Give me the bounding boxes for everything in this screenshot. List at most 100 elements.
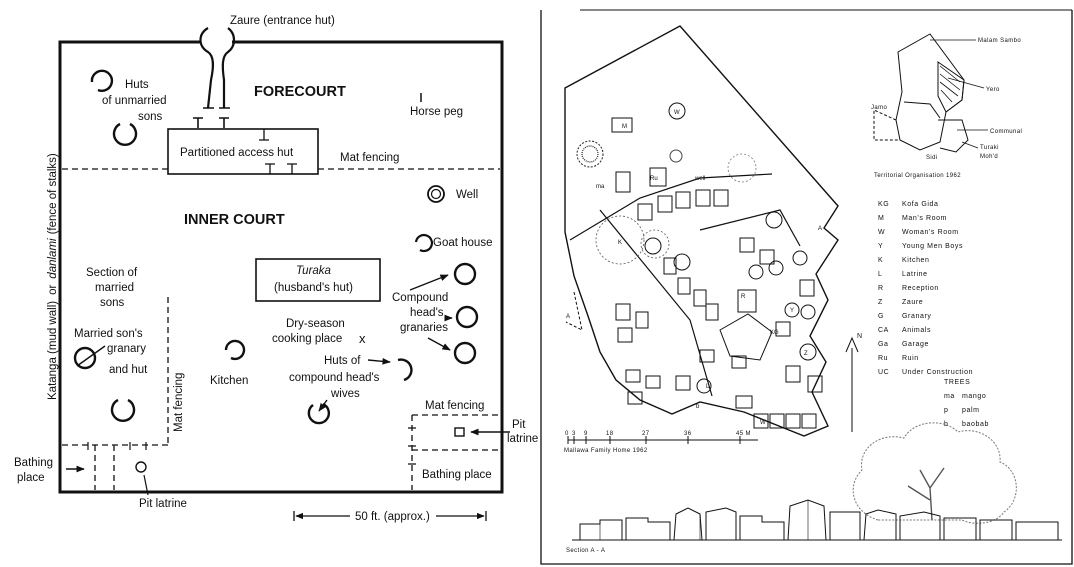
- map-label-well: well: [694, 176, 705, 182]
- legend-label: Under Construction: [902, 369, 973, 376]
- forecourt-label: FORECOURT: [254, 84, 346, 100]
- granaries-line1: Compound: [392, 292, 448, 304]
- side-wall-label: Katanga (mud wall)ordanlami(fence of sta…: [47, 153, 59, 400]
- turaka-label: Turaka: [296, 265, 331, 277]
- scale-tick: 36: [684, 431, 692, 437]
- pit-latrine-bottom-icon: [135, 461, 147, 473]
- scale-tick: 27: [642, 431, 650, 437]
- legend-code: G: [878, 313, 884, 320]
- map-label-k: K: [618, 240, 622, 246]
- legend-label: Man's Room: [902, 215, 947, 222]
- well-icon: [427, 185, 445, 203]
- zaure-label: Zaure (entrance hut): [230, 15, 335, 27]
- trees-title: TREES: [944, 379, 970, 386]
- map-label-w2: W: [760, 420, 766, 426]
- territory-malam-sambo: Malam Sambo: [978, 38, 1021, 44]
- internal-wall-1: [569, 173, 773, 241]
- legend: KG Kofa Gida M Man's Room W Woman's Room…: [878, 201, 989, 428]
- territory-communal: Communal: [990, 129, 1022, 135]
- legend-label: Latrine: [902, 271, 928, 278]
- map-label-m: M: [622, 124, 627, 130]
- granaries-line3: granaries: [400, 322, 448, 334]
- horse-peg-label: Horse peg: [410, 106, 463, 118]
- dry-season-line1: Dry-season: [286, 318, 345, 330]
- legend-code: R: [878, 285, 884, 292]
- legend-label: Garage: [902, 341, 929, 348]
- legend-label: Woman's Room: [902, 229, 959, 236]
- married-hut-icon: [110, 398, 136, 422]
- scale-label: 50 ft. (approx.): [355, 511, 430, 523]
- goat-house-icon: [414, 233, 433, 253]
- legend-label: Animals: [902, 327, 931, 334]
- outer-wall: [58, 40, 504, 494]
- legend-code: Ru: [878, 355, 888, 362]
- internal-wall-3: [699, 209, 801, 247]
- north-arrow: N: [845, 333, 863, 432]
- huts-unmarried-line2: of unmarried: [102, 95, 167, 107]
- map-label-l: L: [706, 384, 710, 390]
- legend-label: Kitchen: [902, 257, 930, 264]
- legend-code: W: [878, 229, 885, 236]
- huts-unmarried-line1: Huts: [125, 79, 149, 91]
- compound-plan-left: Zaure (entrance hut) FORECOURT Horse peg…: [14, 15, 538, 523]
- map-label-y: Y: [790, 308, 794, 314]
- scale-bar-ends: [293, 511, 487, 521]
- kitchen-label: Kitchen: [210, 375, 248, 387]
- mat-fencing-vertical-label: Mat fencing: [173, 373, 185, 432]
- goat-house-label: Goat house: [433, 237, 492, 249]
- huts-unmarried-line3: sons: [138, 111, 163, 123]
- legend-code: KG: [878, 201, 889, 208]
- wives-line3: wives: [330, 388, 360, 400]
- legend-label: Zaure: [902, 299, 923, 306]
- territory-sidi: Sidi: [926, 155, 938, 161]
- internal-wall-2: [599, 209, 713, 397]
- wife-hut-2-icon: [307, 402, 331, 425]
- cooking-place-mark: x: [359, 331, 366, 346]
- legend-code: Y: [878, 243, 883, 250]
- wife-hut-1-icon: [397, 358, 413, 382]
- territorial-caption: Territorial Organisation 1962: [874, 173, 961, 179]
- legend-label: Kofa Gida: [902, 201, 939, 208]
- zaure-entrance: [193, 27, 236, 128]
- right-frame: [540, 10, 1073, 565]
- turaka-hut: [255, 258, 381, 302]
- married-granary-icon: [73, 346, 97, 370]
- dry-season-line2: cooking place: [272, 333, 342, 345]
- outer-path: [565, 291, 583, 331]
- tree-code: b: [944, 421, 949, 428]
- mat-fencing-top-label: Mat fencing: [340, 152, 399, 164]
- tree-label: mango: [962, 393, 986, 400]
- scale-tick: 3: [572, 431, 576, 437]
- map-label-ru: Ru: [650, 176, 658, 182]
- rooms-layer: [611, 102, 823, 429]
- site-caption: Mallawa Family Home 1962: [564, 448, 648, 454]
- pit-latrine-right-icon: [454, 427, 465, 437]
- partitioned-hut-label: Partitioned access hut: [180, 147, 294, 159]
- map-label-r: R: [741, 294, 746, 300]
- legend-code: Ga: [878, 341, 889, 348]
- legend-code: CA: [878, 327, 889, 334]
- tree-code: p: [944, 407, 949, 414]
- territory-turaki: Turaki: [980, 145, 999, 151]
- north-label: N: [857, 333, 863, 340]
- scale-tick: 18: [606, 431, 614, 437]
- map-label-a-right: A: [818, 226, 822, 232]
- legend-label: Reception: [902, 285, 939, 292]
- legend-code: M: [878, 215, 884, 222]
- site-boundary: [564, 25, 839, 437]
- tree-label: palm: [962, 407, 980, 414]
- room-round: [668, 102, 686, 120]
- married-granary-line2: granary: [107, 343, 146, 355]
- scale-tick: 9: [584, 431, 588, 437]
- granary-3-icon: [453, 341, 477, 365]
- scale-tick: 0: [565, 431, 569, 437]
- section-married-line2: married: [95, 282, 134, 294]
- tree-label: baobab: [962, 421, 989, 428]
- bathing-left-line2: place: [17, 472, 45, 484]
- territory-yero: Yero: [986, 87, 1000, 93]
- granary-2-icon: [455, 305, 479, 329]
- pit-latrine-right-line2: latrine: [507, 433, 538, 445]
- inner-court-label: INNER COURT: [184, 212, 285, 228]
- wives-line1: Huts of: [324, 355, 361, 367]
- map-label-b: b: [696, 404, 700, 410]
